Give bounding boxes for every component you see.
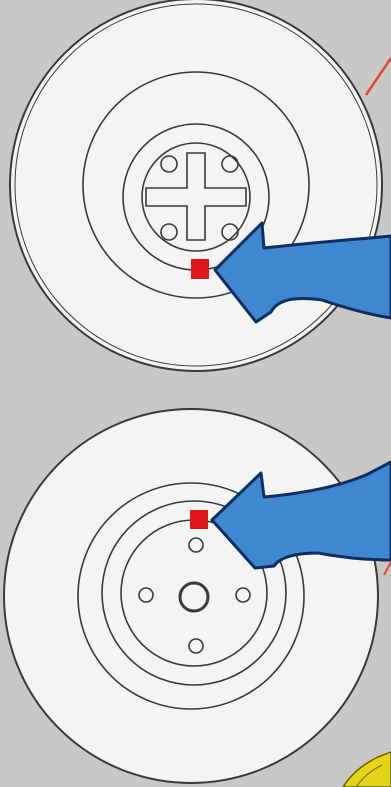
yellow-accent: [342, 751, 391, 787]
curved-arrow-icon: [213, 221, 391, 324]
yellow-accent-detail: [355, 764, 383, 787]
bottom-disc: [3, 408, 379, 784]
bottom-bolt-hole: [188, 638, 204, 654]
top-bolt-hole: [221, 223, 239, 241]
bottom-red-line: [383, 561, 391, 576]
bottom-bolt-hole: [188, 537, 204, 553]
bottom-disc-outer: [3, 408, 379, 784]
top-hub-inner: [141, 142, 251, 252]
top-disc-outer-inner: [14, 3, 378, 367]
top-disc: [9, 0, 383, 372]
bottom-bolt-hole: [138, 587, 154, 603]
top-red-marker: [191, 259, 209, 279]
bottom-bolt-hole: [235, 587, 251, 603]
bottom-red-marker: [190, 510, 208, 529]
bottom-hub-outer: [101, 500, 287, 686]
top-disc-outer: [9, 0, 383, 372]
bottom-disc-ring: [77, 482, 305, 710]
bottom-center-hole: [178, 581, 210, 613]
curved-arrow-icon: [210, 460, 391, 570]
top-red-line: [364, 57, 391, 96]
top-bolt-hole: [221, 155, 239, 173]
top-disc-ring: [82, 71, 310, 299]
top-hub-cross: [145, 152, 247, 241]
top-bolt-hole: [160, 223, 178, 241]
top-bolt-hole: [160, 155, 178, 173]
